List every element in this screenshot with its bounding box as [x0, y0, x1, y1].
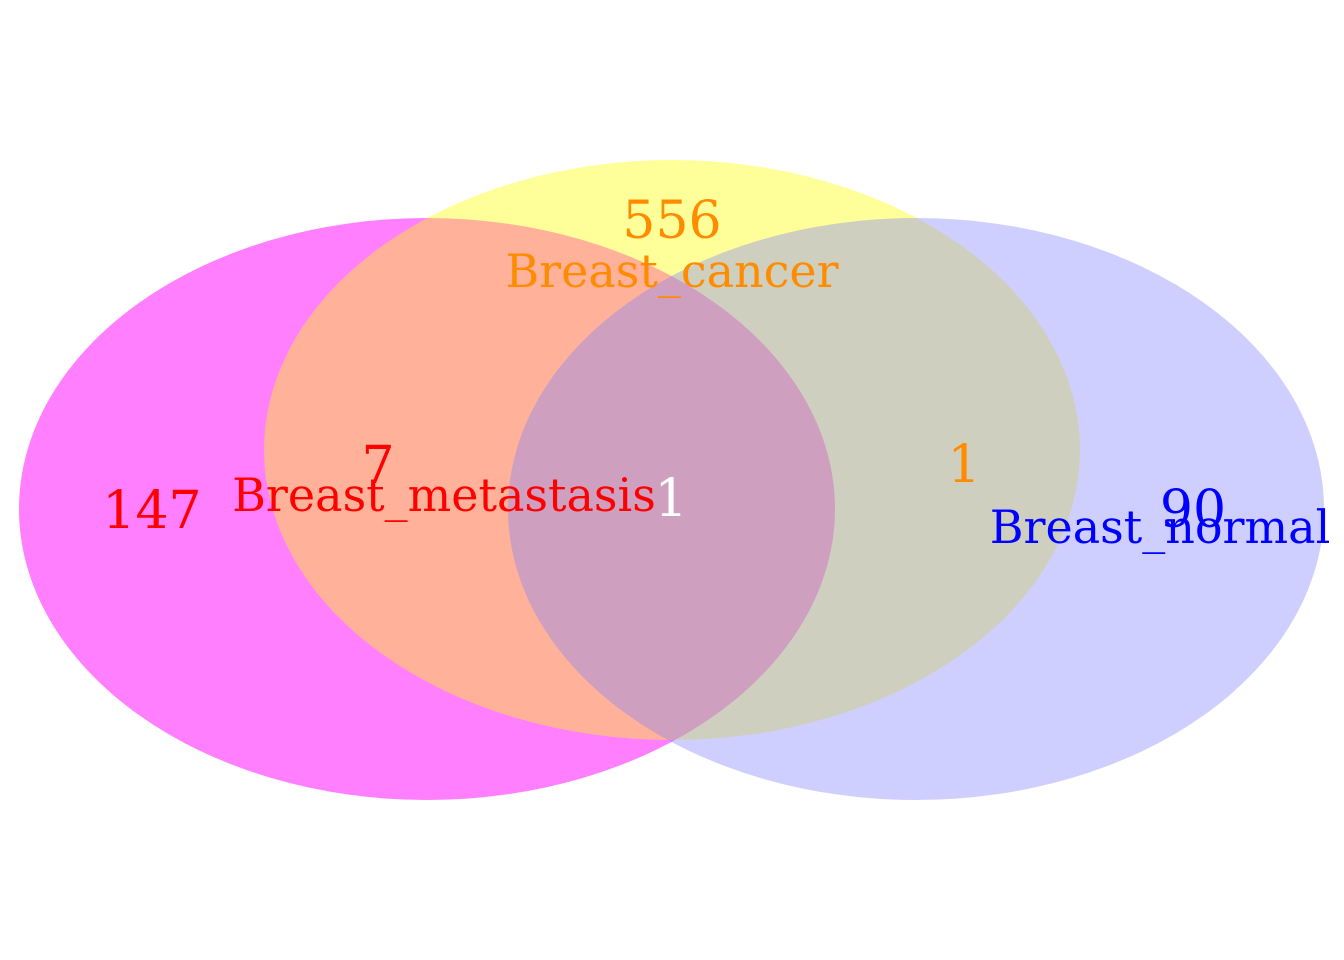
set-ellipse-breast-normal: [508, 218, 1324, 800]
count-cancer-normal: 1: [947, 435, 980, 495]
count-cancer-only: 556: [622, 191, 721, 251]
count-metastasis-only: 147: [102, 481, 201, 541]
set-ellipse-breast-metastasis: [19, 218, 835, 800]
label-breast-cancer: Breast_cancer: [505, 244, 838, 298]
label-breast-metastasis: Breast_metastasis: [232, 468, 656, 522]
label-breast-normal: Breast_normal: [990, 500, 1331, 554]
count-all-three: 1: [654, 469, 687, 529]
count-normal-only: 90: [1160, 480, 1226, 540]
count-metastasis-cancer: 7: [361, 436, 394, 496]
set-ellipse-breast-cancer: [264, 160, 1080, 740]
